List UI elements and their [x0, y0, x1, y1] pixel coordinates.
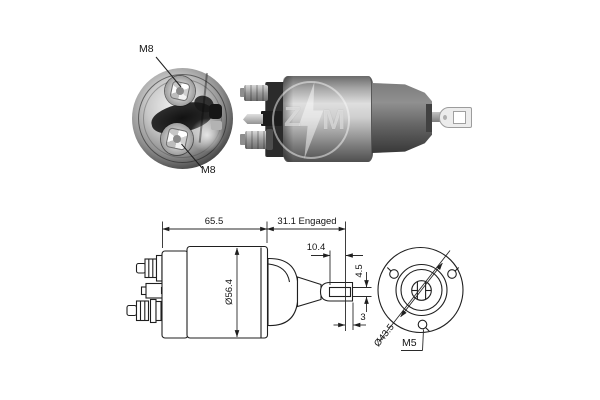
lower-stud-washer [266, 129, 273, 150]
mount-thread-label: M5 [402, 337, 417, 349]
spade-connector-metal [211, 121, 222, 130]
dim-slot-width: 4.5 [353, 264, 365, 278]
watermark-letter-z: Z [284, 101, 302, 132]
watermark-letter-m: M [322, 104, 346, 135]
dim-body-length: 65.5 [204, 216, 224, 227]
lower-terminal-stud-end [173, 135, 181, 143]
plunger-collar [426, 104, 432, 132]
spade-terminal-tab [243, 114, 263, 124]
terminal-thread-label-top: M8 [139, 43, 154, 55]
upper-terminal-stud-end [176, 87, 184, 95]
upper-stud-nut [244, 85, 268, 101]
side-view-outline [126, 245, 354, 339]
dim-body-diameter: Ø56.4 [223, 279, 235, 305]
plunger-fork-slot [453, 111, 466, 124]
dim-bolt-circle-diameter: Ø43.5 [372, 321, 397, 350]
watermark-circle [272, 81, 350, 159]
lower-stud-shaft [240, 134, 246, 145]
spade-connector [209, 104, 222, 119]
dim-fork-length: 10.4 [306, 242, 326, 253]
solenoid-rear-photo [132, 68, 233, 169]
front-view-outline [377, 246, 464, 334]
dim-tip-distance: 3 [360, 312, 366, 323]
plunger-fork-pin [443, 115, 447, 120]
solenoid-side-photo: Z M [240, 75, 473, 163]
dim-engaged-length: 31.1 Engaged [277, 216, 337, 227]
terminal-thread-label-bottom: M8 [201, 164, 216, 176]
solenoid-end-cap [372, 83, 432, 153]
upper-stud-shaft [240, 88, 245, 97]
side-view-dimensions [162, 221, 372, 338]
lower-stud-nut [245, 131, 267, 149]
plunger-rod [432, 112, 440, 122]
